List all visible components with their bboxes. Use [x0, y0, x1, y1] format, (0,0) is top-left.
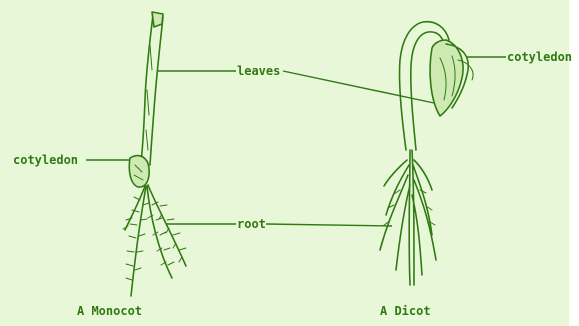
cotyledon-label-monocot: cotyledon [13, 153, 78, 167]
dicot-caption: A Dicot [380, 304, 431, 318]
leaves-label: leaves [237, 64, 280, 78]
monocot-caption: A Monocot [77, 304, 142, 318]
root-pointer-dicot [266, 224, 392, 226]
root-label: root [237, 217, 266, 231]
cotyledon-label-dicot: cotyledon [507, 50, 572, 64]
dicot-seedling [380, 22, 473, 285]
monocot-seedling [123, 12, 186, 296]
